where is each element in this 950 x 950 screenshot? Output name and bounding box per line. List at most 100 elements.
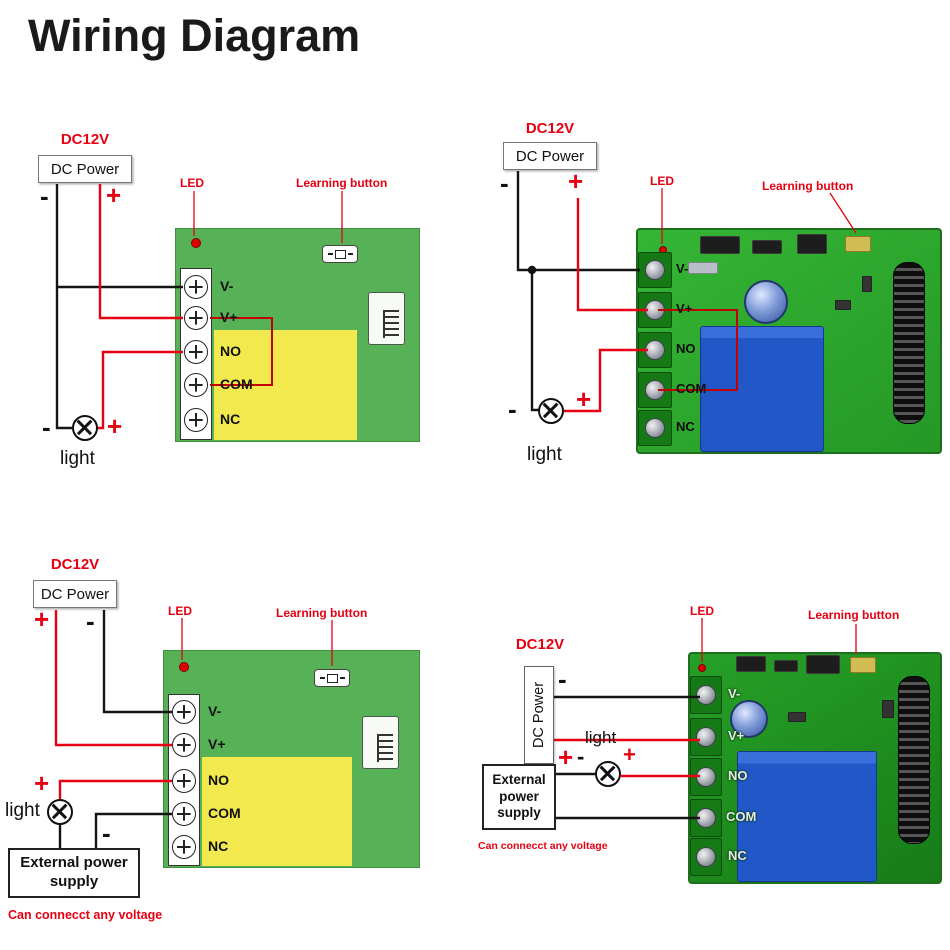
plus-sign: + bbox=[568, 166, 584, 196]
button-body-icon bbox=[326, 673, 338, 683]
antenna-coil-icon bbox=[893, 262, 925, 424]
terminal-screw-no bbox=[172, 769, 196, 793]
wire-positive-top-left bbox=[98, 184, 183, 430]
terminal-screw-nc bbox=[645, 418, 665, 438]
terminal-label-vminus: V- bbox=[676, 261, 689, 276]
ic-chip bbox=[806, 655, 840, 674]
dc-power-vertical-text: DC Power bbox=[531, 681, 548, 749]
plus-sign: + bbox=[558, 742, 574, 772]
learning-push-button bbox=[845, 236, 871, 252]
dc-power-box: DC Power bbox=[503, 142, 597, 170]
terminal-screw-vplus bbox=[645, 300, 665, 320]
minus-sign: - bbox=[40, 181, 49, 211]
terminal-label-com: COM bbox=[726, 809, 757, 824]
relay-component bbox=[737, 751, 877, 882]
button-lead-icon bbox=[347, 253, 353, 255]
terminal-screw-com bbox=[184, 373, 208, 397]
terminal-label-nc: NC bbox=[728, 848, 747, 863]
wire-negative-top-left bbox=[55, 184, 183, 430]
screw-cross-icon bbox=[173, 701, 195, 723]
terminal-label-nc: NC bbox=[676, 419, 695, 434]
external-power-supply-box: External power supply bbox=[8, 848, 140, 898]
capacitor-icon bbox=[744, 280, 788, 324]
terminal-label-com: COM bbox=[220, 376, 253, 392]
terminal-screw-com bbox=[645, 380, 665, 400]
lamp-icon bbox=[47, 799, 73, 825]
terminal-label-nc: NC bbox=[220, 411, 241, 427]
terminal-label-vminus: V- bbox=[728, 686, 741, 701]
dc-power-box: DC Power bbox=[524, 666, 554, 764]
terminal-label-no: NO bbox=[208, 772, 229, 788]
terminal-label-vplus: V+ bbox=[728, 728, 745, 743]
smd-component bbox=[882, 700, 894, 718]
terminal-label-no: NO bbox=[676, 341, 696, 356]
button-body-icon bbox=[334, 249, 346, 259]
terminal-screw-vplus bbox=[172, 733, 196, 757]
light-label: light bbox=[60, 448, 95, 469]
lamp-icon bbox=[538, 398, 564, 424]
capacitor-icon bbox=[730, 700, 768, 738]
wire-negative-top-right bbox=[516, 171, 640, 412]
terminal-screw-no bbox=[696, 767, 716, 787]
relay-coil-icon bbox=[383, 310, 399, 338]
terminal-label-vplus: V+ bbox=[208, 736, 226, 752]
led-label: LED bbox=[180, 176, 204, 190]
terminal-screw-no bbox=[645, 340, 665, 360]
light-label: light bbox=[5, 800, 40, 821]
light-label: light bbox=[585, 728, 617, 747]
relay-icon bbox=[362, 716, 399, 769]
learning-button-label: Learning button bbox=[296, 176, 388, 190]
light-plus-sign: + bbox=[34, 768, 50, 798]
relay-icon bbox=[368, 292, 405, 345]
light-plus-sign: + bbox=[107, 411, 123, 441]
supply-voltage-label: DC12V bbox=[515, 636, 565, 653]
button-lead-icon bbox=[339, 677, 345, 679]
terminal-label-no: NO bbox=[728, 768, 748, 783]
smd-component bbox=[862, 276, 872, 292]
ic-chip bbox=[752, 240, 782, 254]
led-indicator bbox=[179, 662, 189, 672]
led-indicator bbox=[698, 664, 706, 672]
learning-button-icon bbox=[314, 669, 350, 687]
antenna-coil-icon bbox=[898, 676, 930, 844]
learning-push-button bbox=[850, 657, 876, 673]
terminal-screw-nc bbox=[184, 408, 208, 432]
ic-chip bbox=[736, 656, 766, 672]
external-power-supply-text: External power supply bbox=[492, 771, 546, 821]
light-minus-sign: - bbox=[577, 744, 585, 769]
board-highlight-area bbox=[202, 757, 352, 866]
learning-button-label: Learning button bbox=[276, 606, 368, 620]
wire-junction-dot bbox=[527, 265, 537, 275]
external-note: Can connecct any voltage bbox=[478, 840, 608, 852]
learning-button-label: Learning button bbox=[762, 179, 854, 193]
wire-positive-bottom-left bbox=[54, 610, 172, 799]
learning-button-icon bbox=[322, 245, 358, 263]
button-lead-icon bbox=[327, 253, 333, 255]
led-label: LED bbox=[650, 174, 674, 188]
terminal-label-nc: NC bbox=[208, 838, 229, 854]
screw-cross-icon bbox=[185, 409, 207, 431]
external-power-supply-text: External power supply bbox=[20, 854, 128, 890]
smd-component bbox=[788, 712, 806, 722]
terminal-screw-vminus bbox=[172, 700, 196, 724]
screw-cross-icon bbox=[185, 276, 207, 298]
supply-voltage-label: DC12V bbox=[60, 131, 110, 148]
plus-sign: + bbox=[106, 180, 122, 210]
light-plus-sign: + bbox=[623, 742, 636, 767]
relay-coil-icon bbox=[377, 734, 393, 762]
screw-cross-icon bbox=[173, 770, 195, 792]
led-indicator bbox=[191, 238, 201, 248]
terminal-screw-nc bbox=[172, 835, 196, 859]
minus-sign: - bbox=[558, 664, 567, 694]
light-minus-sign: - bbox=[102, 818, 111, 848]
terminal-screw-vminus bbox=[645, 260, 665, 280]
dc-power-box: DC Power bbox=[33, 580, 117, 608]
terminal-label-vminus: V- bbox=[208, 703, 222, 719]
screw-cross-icon bbox=[173, 803, 195, 825]
learning-button-label: Learning button bbox=[808, 608, 900, 622]
smd-component bbox=[835, 300, 851, 310]
minus-sign: - bbox=[500, 168, 509, 198]
dc-power-box: DC Power bbox=[38, 155, 132, 183]
terminal-label-vplus: V+ bbox=[676, 301, 693, 316]
screw-cross-icon bbox=[173, 836, 195, 858]
